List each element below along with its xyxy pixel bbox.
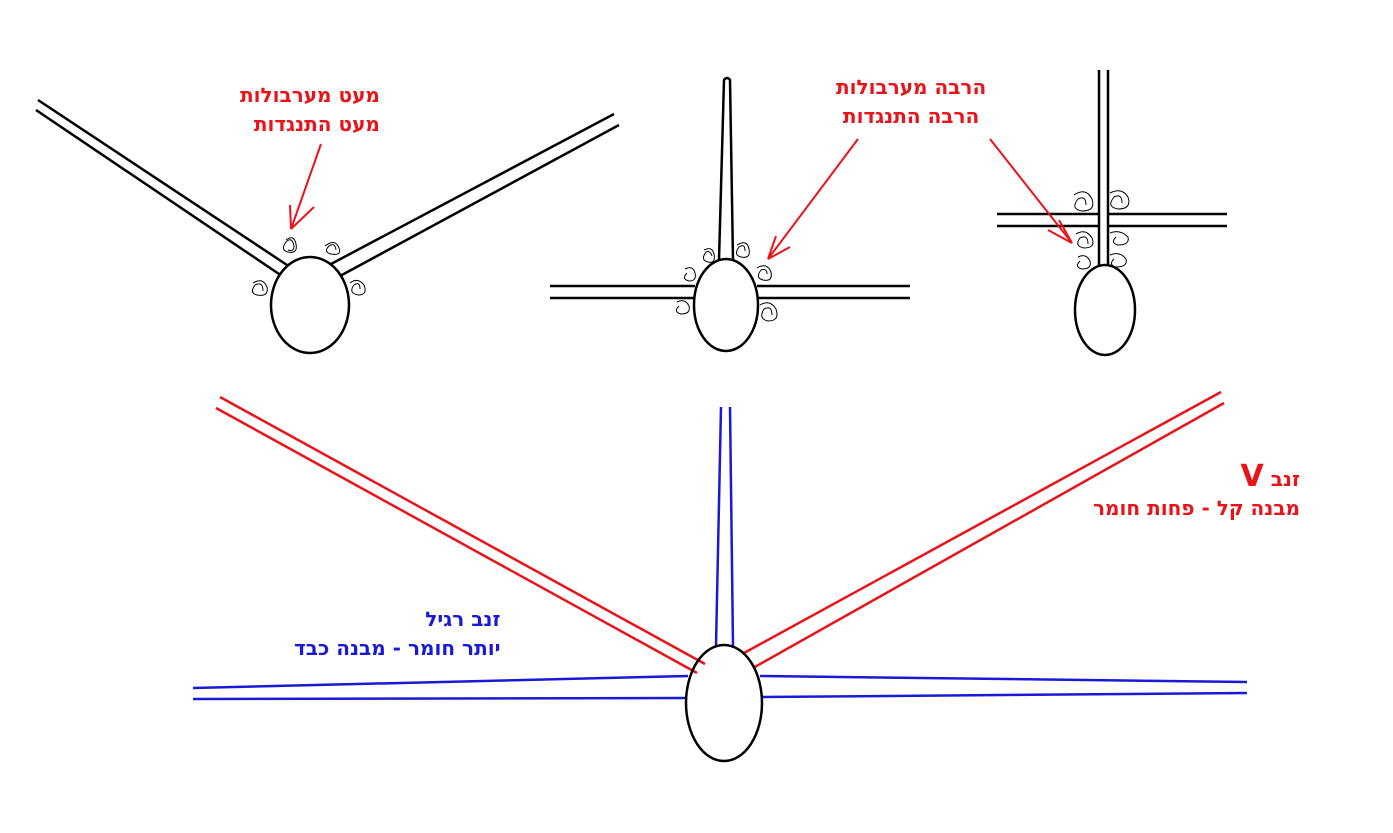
right-stabilizer [757, 284, 910, 300]
little-line2: מעט התנגדות [253, 112, 380, 136]
left-stabilizer [550, 284, 695, 300]
much-arrow-middle [767, 138, 859, 260]
conventional-tail-overlay [192, 406, 1248, 701]
v-tail-line2: מבנה קל - פחות חומר [1093, 496, 1300, 520]
fuselage-ellipse [1073, 263, 1137, 357]
v-tail-label: זנב V מבנה קל - פחות חומר [1093, 462, 1300, 523]
much-line1: הרבה מערבולות [836, 75, 987, 99]
little-arrow [289, 143, 322, 230]
fuselage-ellipse [692, 257, 760, 353]
v-tail-title: זנב V [1093, 462, 1300, 494]
little-line1: מעט מערבולות [240, 83, 380, 107]
v-tail-sketch [35, 98, 620, 355]
regular-tail-line2: יותר חומר - מבנה כבד [294, 636, 501, 660]
v-tail-overlay [215, 390, 1225, 675]
fuselage-ellipse [684, 643, 764, 763]
overlay-comparison [192, 390, 1248, 763]
vertical-fin [717, 76, 735, 261]
little-turbulence-label: מעט מערבולות מעט התנגדות [240, 81, 380, 139]
right-stabilizer [1108, 212, 1227, 228]
left-stabilizer [997, 212, 1099, 228]
v-tail-title-letter: V [1240, 459, 1264, 494]
conventional-tail-sketch [550, 76, 910, 353]
regular-tail-label: זנב רגיל יותר חומר - מבנה כבד [294, 605, 500, 663]
fuselage-ellipse [269, 255, 351, 355]
much-arrow-right [989, 138, 1073, 244]
turbulence-swirls [1073, 190, 1130, 270]
turbulence-swirls [251, 237, 366, 296]
regular-tail-line1: זנב רגיל [425, 607, 501, 631]
v-tail-title-word: זנב [1270, 467, 1300, 491]
right-tail-surface [330, 112, 620, 278]
cruciform-tail-sketch [989, 70, 1227, 357]
left-tail-surface [35, 98, 288, 276]
much-line2: הרבה התנגדות [842, 104, 980, 128]
turbulence-swirls [675, 242, 778, 322]
much-turbulence-label: הרבה מערבולות הרבה התנגדות [836, 73, 986, 131]
vertical-fin [1097, 70, 1110, 265]
